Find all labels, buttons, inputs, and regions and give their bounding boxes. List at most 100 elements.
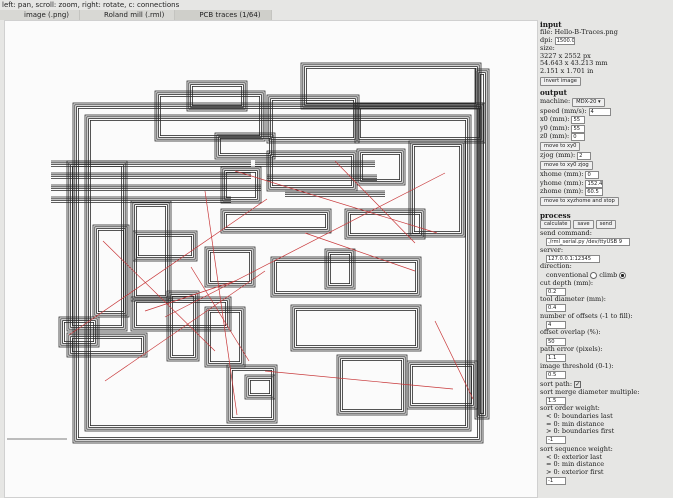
- tool-diameter-input[interactable]: 0.4: [546, 304, 566, 313]
- trace-outline: [154, 90, 266, 142]
- zjog-label: zjog (mm):: [540, 151, 576, 160]
- trace-outline: [58, 316, 100, 348]
- toolpath-canvas[interactable]: [4, 20, 538, 498]
- move-xy0-zjog-button[interactable]: move to xy0 zjog: [540, 161, 593, 171]
- y0-input[interactable]: 55: [571, 124, 586, 133]
- trace-outline: [356, 148, 406, 186]
- trace-outline: [134, 232, 196, 260]
- trace-outline: [208, 310, 242, 364]
- trace-outline: [158, 94, 262, 138]
- connection-line: [264, 370, 454, 390]
- tab-bar: image (.png) Roland mill (.rml) PCB trac…: [0, 10, 540, 20]
- zhome-input[interactable]: 60.5: [585, 188, 604, 197]
- trace-outline: [60, 318, 98, 346]
- climb-radio[interactable]: [619, 271, 627, 279]
- trace-outline: [86, 116, 470, 430]
- trace-outline: [271, 100, 354, 139]
- send-command-input[interactable]: ./rml_serial.py /dev/ttyUSB 9: [546, 238, 630, 247]
- z0-input[interactable]: 0: [571, 133, 586, 142]
- trace-outline: [274, 260, 418, 294]
- trace-outline: [328, 252, 352, 286]
- sort-order-option-1: < 0: boundaries last: [546, 411, 613, 420]
- trace-outline: [270, 98, 356, 140]
- trace-outline: [410, 364, 474, 406]
- zhome-label: zhome (mm):: [540, 187, 584, 196]
- trace-outline: [78, 108, 479, 439]
- server-input[interactable]: 127.0.0.1:12345: [546, 254, 600, 263]
- trace-outline: [305, 68, 476, 105]
- path-error-input[interactable]: 1.1: [546, 354, 566, 363]
- trace-outline: [226, 364, 278, 424]
- save-button[interactable]: save: [573, 220, 594, 230]
- trace-outline: [190, 84, 244, 108]
- trace-outline: [137, 235, 192, 256]
- trace-outline: [244, 374, 276, 400]
- connection-line: [144, 280, 236, 312]
- trace-outline: [410, 142, 464, 236]
- trace-outline: [225, 213, 326, 228]
- trace-outline: [98, 229, 125, 312]
- cut-depth-label: cut depth (mm):: [540, 278, 594, 287]
- xhome-input[interactable]: 0: [585, 171, 600, 180]
- size-in: 2.151 x 1.701 in: [540, 66, 594, 75]
- trace-outline: [340, 358, 404, 412]
- trace-outline: [272, 258, 420, 296]
- threshold-input[interactable]: 0.5: [546, 370, 566, 379]
- tab-image[interactable]: image (.png): [0, 10, 81, 20]
- machine-select[interactable]: MDX-20 ▾: [572, 97, 605, 107]
- trace-outline: [479, 74, 484, 415]
- trace-outline: [88, 118, 468, 428]
- trace-outline: [360, 152, 402, 182]
- trace-outline: [130, 296, 232, 332]
- conventional-label: conventional: [546, 270, 589, 279]
- yhome-label: yhome (mm):: [540, 178, 584, 187]
- yhome-input[interactable]: 152.4: [585, 179, 604, 188]
- tab-roland-mill[interactable]: Roland mill (.rml): [80, 10, 176, 20]
- trace-outline: [304, 66, 478, 106]
- x0-label: x0 (mm):: [540, 115, 570, 124]
- speed-input[interactable]: 4: [588, 107, 611, 116]
- trace-outline: [134, 204, 168, 298]
- trace-outline: [132, 230, 198, 262]
- x0-input[interactable]: 55: [571, 116, 586, 125]
- sort-order-input[interactable]: -1: [546, 436, 566, 445]
- trace-outline: [219, 138, 270, 155]
- sort-sequence-input[interactable]: -1: [546, 477, 566, 486]
- trace-outline: [62, 320, 96, 344]
- move-xy0-button[interactable]: move to xy0: [540, 142, 581, 152]
- trace-outline: [336, 354, 408, 416]
- cut-depth-input[interactable]: 0.2: [546, 287, 566, 296]
- climb-label: climb: [599, 270, 618, 279]
- conventional-radio[interactable]: [590, 271, 598, 279]
- offsets-input[interactable]: 4: [546, 320, 566, 329]
- trace-outline: [412, 144, 462, 234]
- input-file: file: Hello-B-Traces.png: [540, 27, 618, 36]
- dpi-label: dpi:: [540, 35, 553, 44]
- trace-outline: [64, 321, 95, 342]
- sort-merge-input[interactable]: 1.5: [546, 396, 566, 405]
- trace-outline: [204, 246, 256, 288]
- trace-outline: [338, 356, 406, 414]
- trace-outline: [359, 108, 480, 139]
- trace-outline: [218, 136, 272, 156]
- trace-outline: [406, 360, 478, 410]
- send-command-label: send command:: [540, 229, 592, 238]
- zjog-input[interactable]: 2: [577, 152, 592, 161]
- calculate-button[interactable]: calculate: [540, 220, 572, 230]
- send-button[interactable]: send: [595, 220, 617, 230]
- connection-line: [102, 240, 216, 352]
- overlap-input[interactable]: 50: [546, 337, 566, 346]
- overlap-label: offset overlap (%):: [540, 328, 601, 337]
- dpi-input[interactable]: 1500.0: [554, 36, 575, 45]
- offsets-label: number of offsets (-1 to fill):: [540, 311, 633, 320]
- trace-outline: [134, 300, 228, 328]
- trace-outline: [132, 298, 230, 330]
- connection-line: [164, 172, 446, 318]
- tab-pcb-traces[interactable]: PCB traces (1/64): [175, 10, 272, 20]
- invert-image-button[interactable]: invert image: [540, 76, 581, 86]
- sort-path-checkbox[interactable]: ✓: [574, 380, 582, 388]
- trace-outline: [246, 376, 274, 398]
- trace-outline: [358, 106, 482, 140]
- trace-outline: [159, 96, 260, 137]
- move-home-button[interactable]: move to xyzhome and stop: [540, 197, 619, 207]
